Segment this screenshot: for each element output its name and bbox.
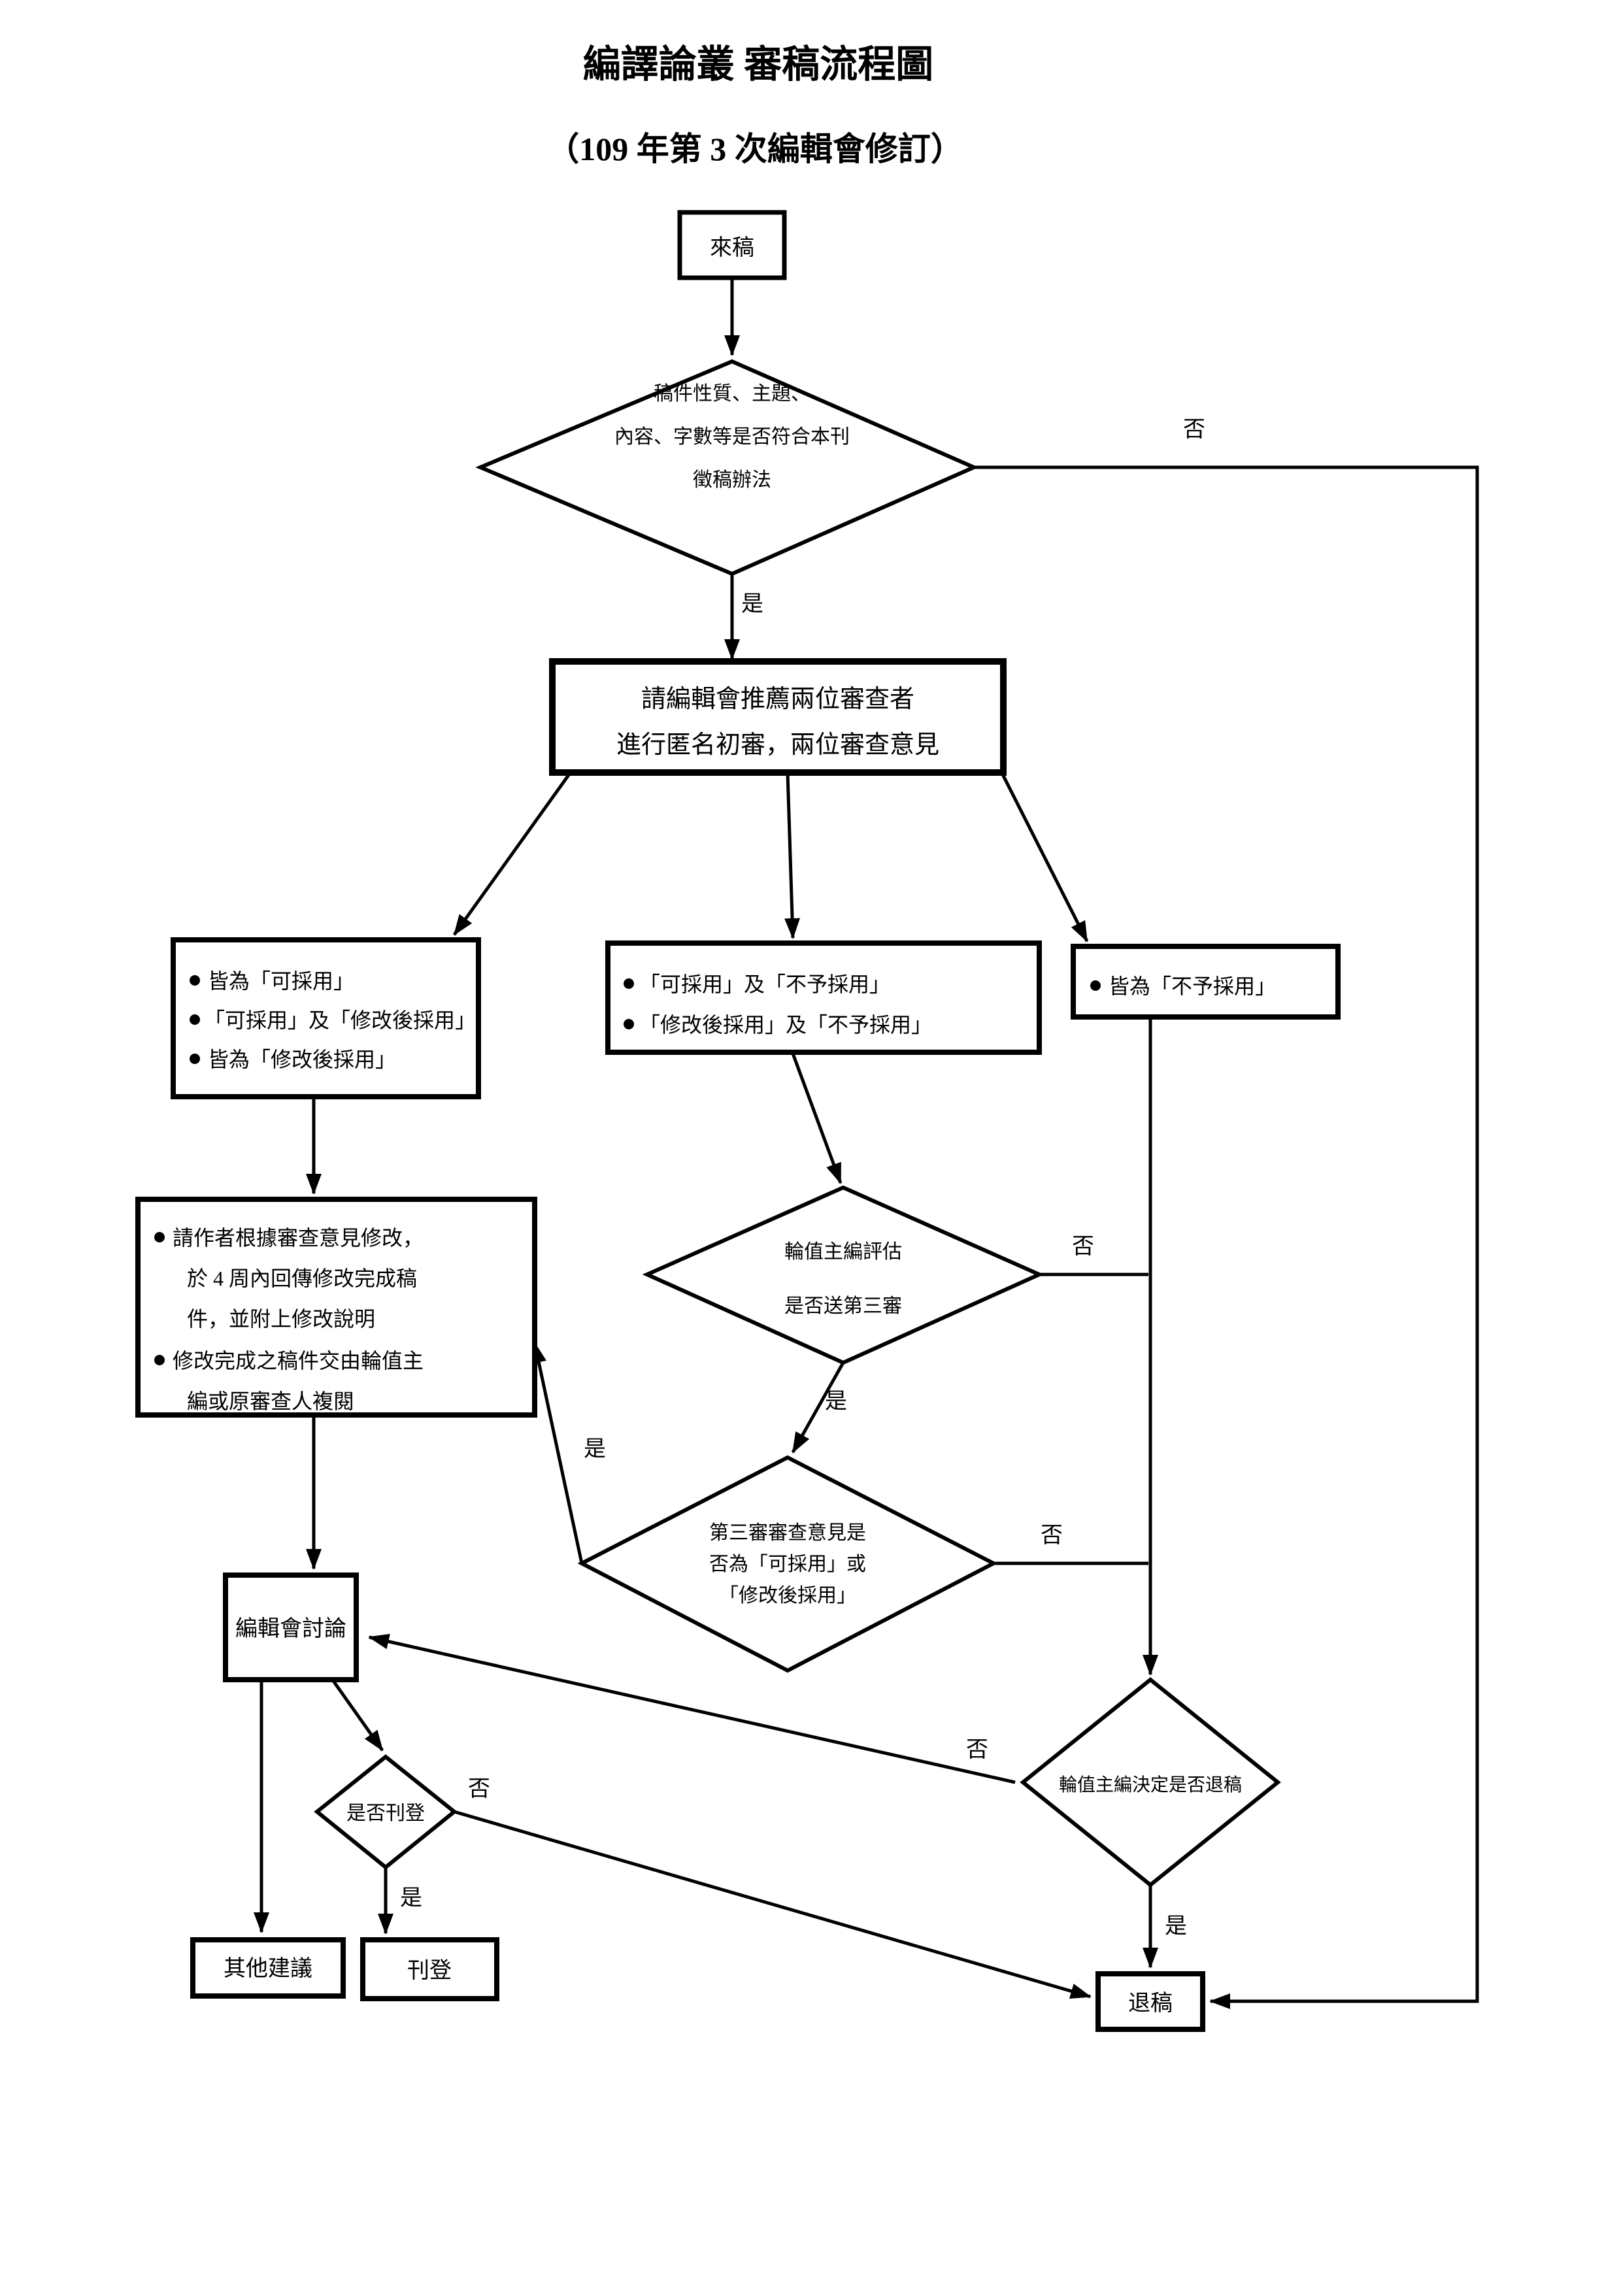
chief-eval-line1: 輪值主編評估 bbox=[784, 1241, 902, 1263]
result-split-box: 「可採用」及「不予採用」 「修改後採用」及「不予採用」 bbox=[605, 940, 1042, 1055]
result-split-b1: 「可採用」及「不予採用」 bbox=[639, 973, 890, 996]
arrow-assign-to-right-result bbox=[1000, 772, 1089, 942]
arrow-committee-to-publish-decision bbox=[331, 1680, 384, 1752]
label-yes-reject-decision: 是 bbox=[1165, 1914, 1187, 1938]
label-no-reject-decision: 否 bbox=[966, 1738, 988, 1762]
label-no-criteria: 否 bbox=[1183, 418, 1205, 442]
page-subtitle: （109 年第 3 次編輯會修訂） bbox=[546, 131, 963, 167]
criteria-line2: 內容、字數等是否符合本刊 bbox=[614, 426, 850, 448]
arrow-assign-to-mid-result bbox=[784, 773, 801, 939]
criteria-diamond: 稿件性質、主題、 內容、字數等是否符合本刊 徵稿辦法 bbox=[475, 359, 979, 576]
reject-box: 退稿 bbox=[1095, 1971, 1205, 2032]
arrow-chief-eval-yes-to-third bbox=[791, 1361, 845, 1454]
reject-label: 退稿 bbox=[1128, 1991, 1173, 2016]
assign-line1: 請編輯會推薦兩位審查者 bbox=[641, 686, 914, 713]
third-review-line3: 「修改後採用」 bbox=[719, 1585, 856, 1606]
start-node: 來稿 bbox=[677, 210, 787, 280]
third-review-line1: 第三審審查意見是 bbox=[709, 1522, 866, 1544]
revise-b2-l1: 修改完成之稿件交由輪值主 bbox=[173, 1349, 424, 1373]
reject-decision-diamond: 輪值主編決定是否退稿 bbox=[1020, 1677, 1281, 1888]
chief-eval-diamond: 輪值主編評估 是否送第三審 bbox=[642, 1185, 1044, 1365]
arrow-criteria-no-to-reject bbox=[974, 465, 1479, 2009]
revise-b1-l2: 於 4 周內回傳修改完成稿 bbox=[187, 1267, 417, 1290]
third-review-line2: 否為「可採用」或 bbox=[709, 1554, 866, 1575]
arrow-assign-to-left-result bbox=[452, 772, 572, 936]
result-reject-box: 皆為「不予採用」 bbox=[1071, 944, 1341, 1020]
committee-label: 編輯會討論 bbox=[235, 1616, 346, 1641]
revise-b1-l1: 請作者根據審查意見修改， bbox=[173, 1226, 424, 1250]
arrow-third-yes-to-revise bbox=[531, 1342, 584, 1564]
arrow-reject-decision-no-to-committee bbox=[368, 1633, 1016, 1784]
reject-decision-label: 輪值主編決定是否退稿 bbox=[1059, 1774, 1242, 1795]
criteria-line3: 徵稿辦法 bbox=[693, 469, 771, 491]
revise-box: 請作者根據審查意見修改， 於 4 周內回傳修改完成稿 件，並附上修改說明 修改完… bbox=[135, 1197, 537, 1418]
result-accept-b1: 皆為「可採用」 bbox=[208, 969, 354, 993]
other-suggestion-label: 其他建議 bbox=[224, 1956, 312, 1981]
label-yes-criteria: 是 bbox=[741, 592, 763, 616]
label-yes-third: 是 bbox=[584, 1437, 606, 1461]
result-accept-box: 皆為「可採用」 「可採用」及「修改後採用」 皆為「修改後採用」 bbox=[171, 937, 481, 1099]
start-node-label: 來稿 bbox=[710, 235, 754, 260]
publish-decision-diamond: 是否刊登 bbox=[314, 1754, 458, 1870]
assign-line2: 進行匿名初審，兩位審查意見 bbox=[616, 731, 939, 759]
result-split-b2: 「修改後採用」及「不予採用」 bbox=[639, 1013, 932, 1037]
publish-box: 刊登 bbox=[360, 1937, 499, 2001]
result-accept-b3: 皆為「修改後採用」 bbox=[208, 1048, 396, 1071]
label-yes-publish-decision: 是 bbox=[400, 1886, 422, 1910]
label-yes-chief-eval: 是 bbox=[825, 1389, 847, 1414]
result-accept-b2: 「可採用」及「修改後採用」 bbox=[204, 1008, 476, 1032]
publish-decision-label: 是否刊登 bbox=[346, 1803, 425, 1824]
arrow-mid-result-to-chief-eval bbox=[791, 1053, 843, 1184]
arrow-publish-decision-no-to-reject bbox=[454, 1810, 1092, 1999]
label-no-chief-eval: 否 bbox=[1072, 1235, 1094, 1259]
other-suggestion-box: 其他建議 bbox=[190, 1937, 346, 1999]
publish-label: 刊登 bbox=[407, 1958, 452, 1983]
label-no-third: 否 bbox=[1041, 1523, 1063, 1548]
third-review-diamond: 第三審審查意見是 否為「可採用」或 「修改後採用」 bbox=[577, 1455, 998, 1673]
result-reject-b1: 皆為「不予採用」 bbox=[1109, 974, 1276, 998]
page-title: 編譯論叢 審稿流程圖 bbox=[583, 43, 934, 86]
chief-eval-line2: 是否送第三審 bbox=[784, 1295, 902, 1317]
label-no-publish-decision: 否 bbox=[468, 1777, 490, 1801]
assign-reviewers-box: 請編輯會推薦兩位審查者 進行匿名初審，兩位審查意見 bbox=[549, 658, 1007, 776]
revise-b2-l2: 編或原審查人複閱 bbox=[187, 1389, 354, 1413]
revise-b1-l3: 件，並附上修改說明 bbox=[187, 1307, 375, 1331]
criteria-line1: 稿件性質、主題、 bbox=[654, 383, 811, 405]
committee-box: 編輯會討論 bbox=[223, 1572, 359, 1682]
